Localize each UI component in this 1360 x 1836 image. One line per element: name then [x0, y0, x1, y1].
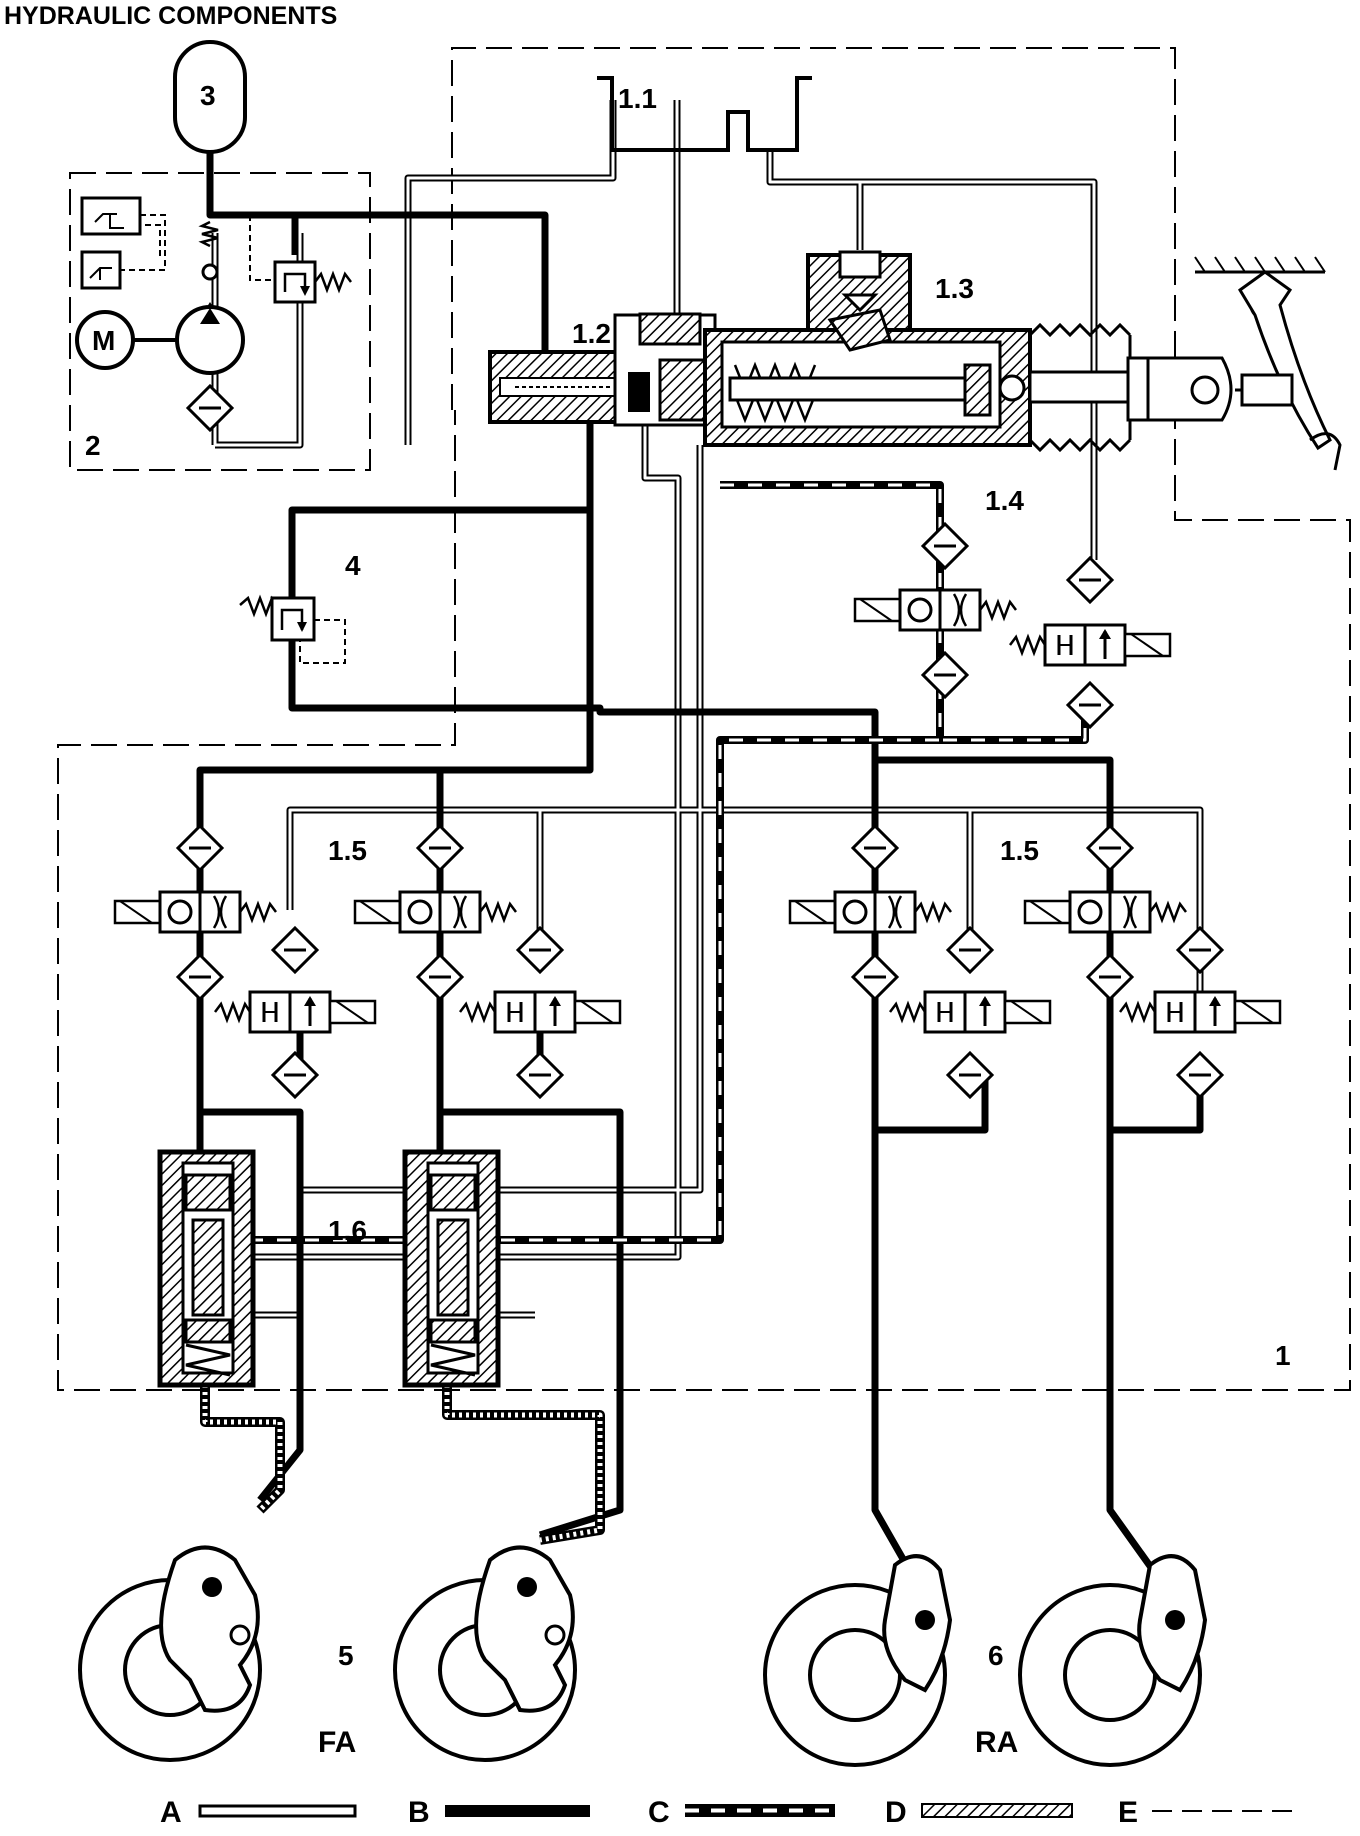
rear-axle-label: RA [975, 1726, 1018, 1759]
diagram-title: HYDRAULIC COMPONENTS [4, 2, 337, 30]
inlet-valve-fr [353, 890, 518, 934]
brake-caliper-front-right [474, 1545, 575, 1713]
pressure-accumulator: 3 [173, 40, 247, 154]
legend-key-c: C [648, 1796, 670, 1829]
booster-outlet-valve [1008, 623, 1172, 667]
legend-key-a: A [160, 1796, 182, 1829]
label-2: 2 [85, 430, 101, 461]
pressure-regulator: 4 [239, 550, 361, 664]
brake-pedal [1194, 256, 1342, 471]
unit-2-boundary [69, 172, 371, 471]
legend-key-b: B [408, 1796, 430, 1829]
motor-label: M [92, 325, 115, 356]
pressure-relief-valve-icon [273, 260, 317, 304]
inlet-valve-rl [788, 890, 953, 934]
label-1-3: 1.3 [935, 273, 974, 304]
brake-disc-rear-right [1018, 1554, 1208, 1767]
unit-1-boundary [57, 47, 1351, 1391]
label-1: 1 [1275, 1340, 1291, 1371]
label-4: 4 [345, 550, 361, 581]
booster-valves: 1.4 [853, 485, 1172, 729]
caliper-lines-d [200, 1385, 605, 1545]
outlet-valve-rr [1118, 990, 1282, 1034]
brake-caliper-front-left [159, 1545, 260, 1713]
inlet-valve-fl [113, 890, 278, 934]
master-cylinder-booster: 1.2 1.3 [488, 250, 1233, 453]
outlet-valve-fl [213, 990, 377, 1034]
legend-key-d: D [885, 1796, 907, 1829]
label-1-4: 1.4 [985, 485, 1024, 516]
front-axle-label: FA [318, 1726, 356, 1759]
label-3: 3 [200, 80, 216, 111]
label-6: 6 [988, 1640, 1004, 1671]
positioning-cylinder-right [402, 1149, 501, 1388]
outlet-valve-rl [888, 990, 1052, 1034]
reservoir: 1.1 [597, 76, 812, 152]
legend-key-e: E [1118, 1796, 1138, 1829]
legend-swatch-c [685, 1804, 835, 1817]
wheel-valves-front-left [113, 824, 377, 1099]
brake-disc-front-left [78, 1545, 262, 1762]
label-1-6: 1.6 [328, 1215, 367, 1246]
brake-disc-rear-left [763, 1554, 953, 1767]
outlet-valve-fr [458, 990, 622, 1034]
legend-swatch-b [445, 1805, 590, 1817]
unit-boundaries [57, 47, 1351, 1391]
brake-disc-front-right [393, 1545, 577, 1762]
legend-swatch-a [198, 1804, 357, 1818]
wheel-valves-front-right [353, 824, 622, 1099]
pump-unit: M 2 [75, 196, 352, 461]
positioning-cylinder-left [157, 1149, 256, 1388]
label-1-5-left: 1.5 [328, 835, 367, 866]
legend-swatch-d [921, 1803, 1073, 1818]
line-legend: A B C D E [160, 1796, 1300, 1829]
label-5: 5 [338, 1640, 354, 1671]
bellows-icon [1028, 322, 1132, 453]
label-1-2: 1.2 [572, 318, 611, 349]
inlet-valve-rr [1023, 890, 1188, 934]
wheel-valves-rear-left [788, 824, 1052, 1099]
booster-inlet-valve [853, 588, 1018, 632]
label-1-5-right: 1.5 [1000, 835, 1039, 866]
wheel-valves-rear-right [1023, 824, 1282, 1099]
label-1-1: 1.1 [618, 83, 657, 114]
